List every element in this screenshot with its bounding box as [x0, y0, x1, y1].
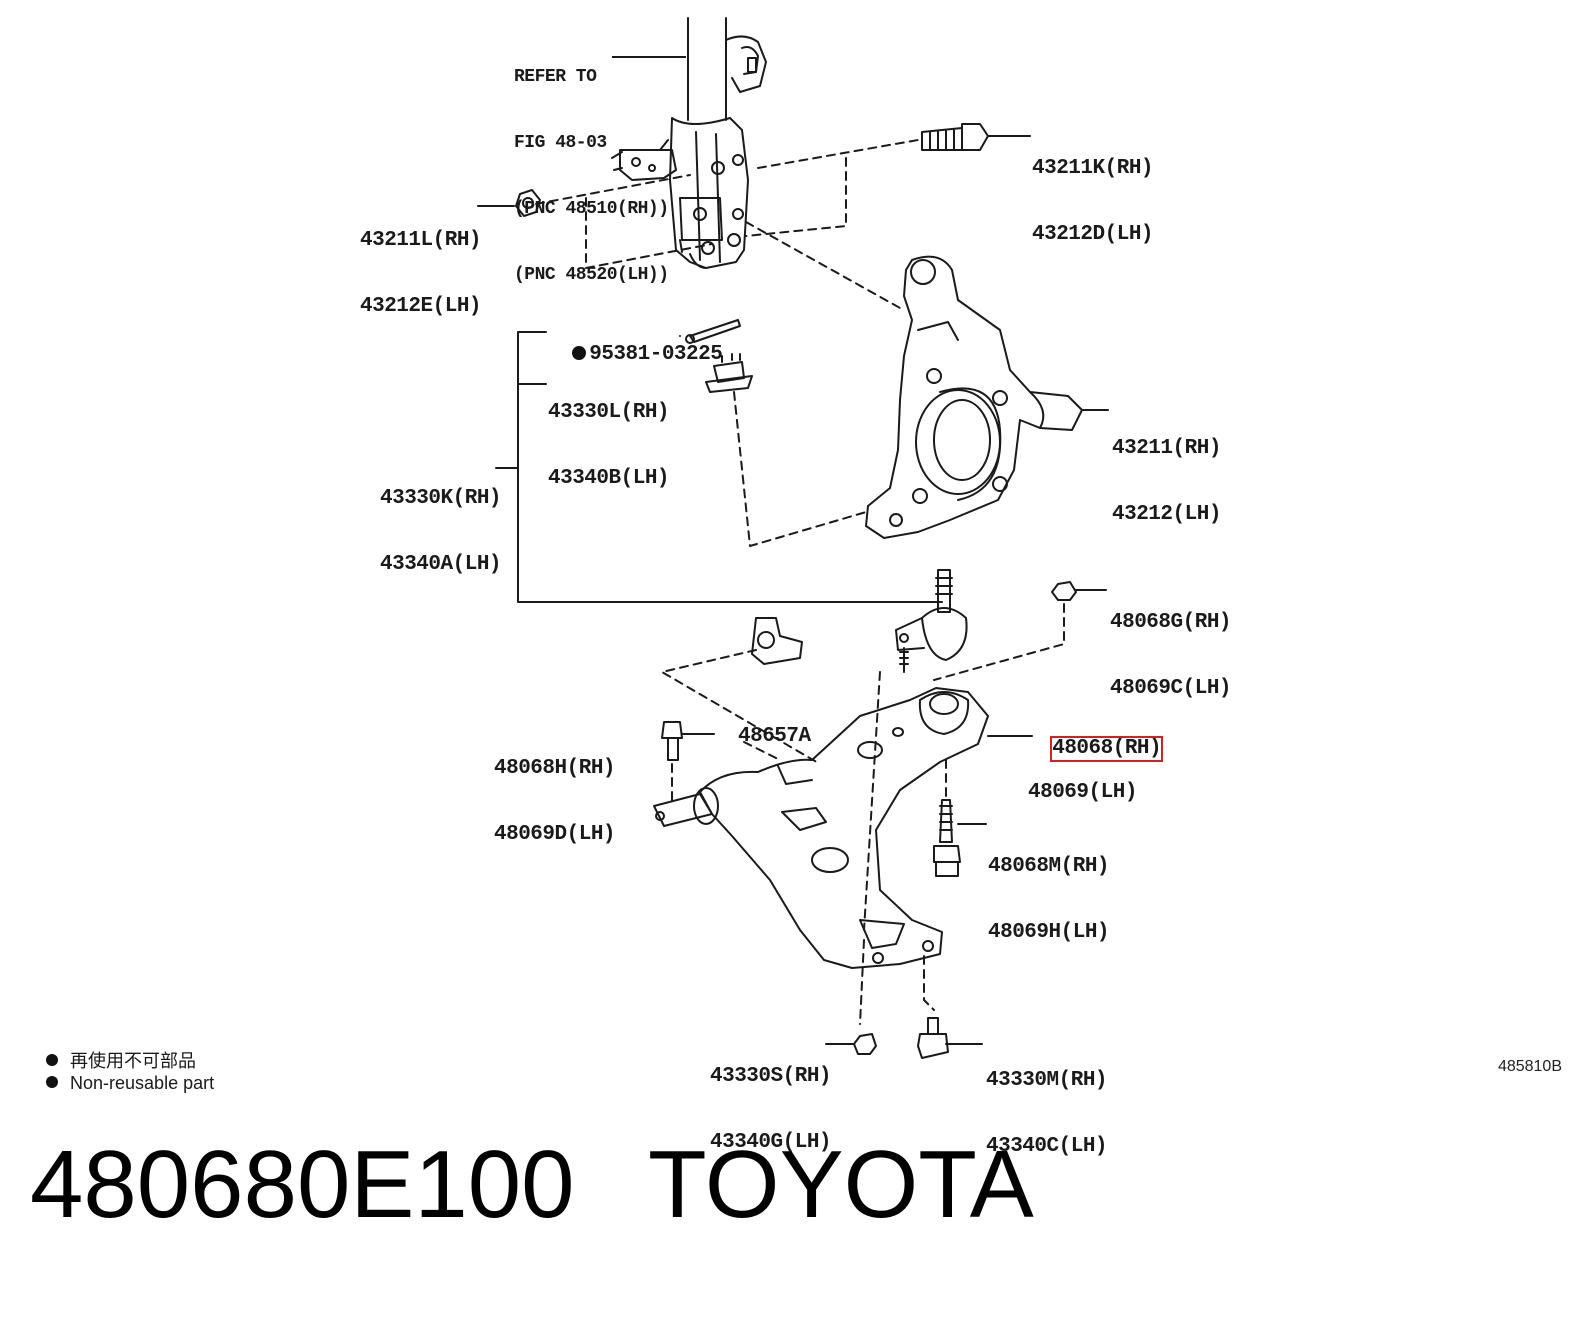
- part-number-rh: 43211(RH): [1112, 437, 1221, 460]
- part-number-rh: 43211K(RH): [1032, 157, 1154, 180]
- refer-line-4: (PNC 48520(LH)): [514, 265, 669, 285]
- bolt-48068m-icon: [933, 799, 987, 877]
- label-bracket-48657a[interactable]: 48657A: [738, 682, 811, 770]
- label-bolt-48068m[interactable]: 48068M(RH) 48069H(LH): [988, 812, 1110, 966]
- castle-nut-icon: [705, 353, 753, 393]
- bullet-dot-icon: [46, 1076, 59, 1088]
- part-number-lh: 43212D(LH): [1032, 223, 1154, 246]
- steering-knuckle: [865, 255, 1109, 539]
- title-part-number: 480680E100: [30, 1131, 575, 1238]
- figure-code: 485810B: [1497, 1058, 1562, 1075]
- part-number-rh: 48068G(RH): [1110, 611, 1232, 634]
- legend-japanese-text: 再使用不可部品: [70, 1051, 197, 1071]
- part-number-lh: 48069H(LH): [988, 921, 1110, 944]
- refer-line-1: REFER TO: [514, 67, 597, 87]
- part-number-lh: 48069D(LH): [494, 823, 616, 846]
- refer-line-2: FIG 48-03: [514, 133, 607, 153]
- bolt-43330m-icon: [917, 1017, 983, 1059]
- non-reusable-dot-icon: [572, 346, 587, 360]
- label-ball-joint-assy[interactable]: 43330K(RH) 43340A(LH): [380, 444, 502, 598]
- label-lower-arm[interactable]: 48068(RH) 48069(LH): [1028, 716, 1164, 826]
- part-number-lh: 43340G(LH): [710, 1131, 832, 1154]
- part-number-rh: 43211L(RH): [360, 229, 482, 252]
- refer-line-3: (PNC 48510(RH)): [514, 199, 669, 219]
- bracket-48657a: [751, 617, 803, 665]
- strut-assembly: [611, 17, 767, 269]
- lower-control-arm: [653, 687, 1033, 969]
- refer-leader: [612, 56, 686, 58]
- bolt-43211k-icon: [921, 123, 1031, 151]
- legend-english-text: Non-reusable part: [70, 1073, 215, 1093]
- part-number-lh: 43340B(LH): [548, 467, 670, 490]
- part-number-rh: 43330M(RH): [986, 1069, 1108, 1092]
- ball-joint-group-bracket: [495, 331, 943, 603]
- label-bolt-48068h[interactable]: 48068H(RH) 48069D(LH): [494, 714, 616, 868]
- title-brand: TOYOTA: [648, 1131, 1034, 1238]
- part-number-rh-highlighted[interactable]: 48068(RH): [1050, 736, 1164, 762]
- legend-japanese: 再使用不可部品: [36, 1026, 196, 1073]
- nut-43330s-icon: [825, 1033, 877, 1055]
- part-number-lh: 48069C(LH): [1110, 677, 1232, 700]
- part-number-rh: 48068M(RH): [988, 855, 1110, 878]
- label-bolt-43330m[interactable]: 43330M(RH) 43340C(LH): [986, 1026, 1108, 1180]
- ball-joint: [895, 569, 968, 673]
- label-nut-48068g[interactable]: 48068G(RH) 48069C(LH): [1110, 568, 1232, 722]
- label-knuckle[interactable]: 43211(RH) 43212(LH): [1112, 394, 1221, 548]
- part-number-rh: 48068H(RH): [494, 757, 616, 780]
- label-cotter-pin[interactable]: 95381-03225: [548, 322, 723, 366]
- label-bolt-43211k[interactable]: 43211K(RH) 43212D(LH): [1032, 114, 1154, 268]
- nut-43211l-icon: [477, 189, 541, 217]
- leader-dashes-strut: [535, 139, 919, 309]
- leader-dashes-knuckle: [733, 391, 867, 547]
- part-number-lh: 43340A(LH): [380, 553, 502, 576]
- legend-english: Non-reusable part: [36, 1052, 214, 1094]
- part-number-rh: 43330K(RH): [380, 487, 502, 510]
- bullet-dot-icon: [46, 1054, 59, 1066]
- bolt-48068h-icon: [661, 721, 715, 761]
- leader-dashes-nut-right: [933, 603, 1065, 681]
- part-number: 48657A: [738, 725, 811, 748]
- part-number-rh: 43330L(RH): [548, 401, 670, 424]
- nut-48068g-icon: [1051, 581, 1107, 601]
- label-nut-43330s[interactable]: 43330S(RH) 43340G(LH): [710, 1022, 832, 1176]
- label-castle-nut[interactable]: 43330L(RH) 43340B(LH): [548, 358, 670, 512]
- part-number: 95381-03225: [589, 343, 723, 366]
- leader-dashes-bracket: [661, 649, 881, 1025]
- part-number-lh: 48069(LH): [1028, 781, 1137, 804]
- leader-dashes-vertical-bolt: [923, 759, 947, 1011]
- part-number-rh: 43330S(RH): [710, 1065, 832, 1088]
- part-number-lh: 43340C(LH): [986, 1135, 1108, 1158]
- part-number-lh: 43212E(LH): [360, 295, 482, 318]
- part-number-lh: 43212(LH): [1112, 503, 1221, 526]
- cotter-pin-icon: [685, 319, 741, 344]
- label-nut-43211l[interactable]: 43211L(RH) 43212E(LH): [360, 186, 482, 340]
- leader-dashes-bolt-left: [671, 741, 781, 801]
- refer-note: REFER TO FIG 48-03 (PNC 48510(RH)) (PNC …: [514, 22, 669, 308]
